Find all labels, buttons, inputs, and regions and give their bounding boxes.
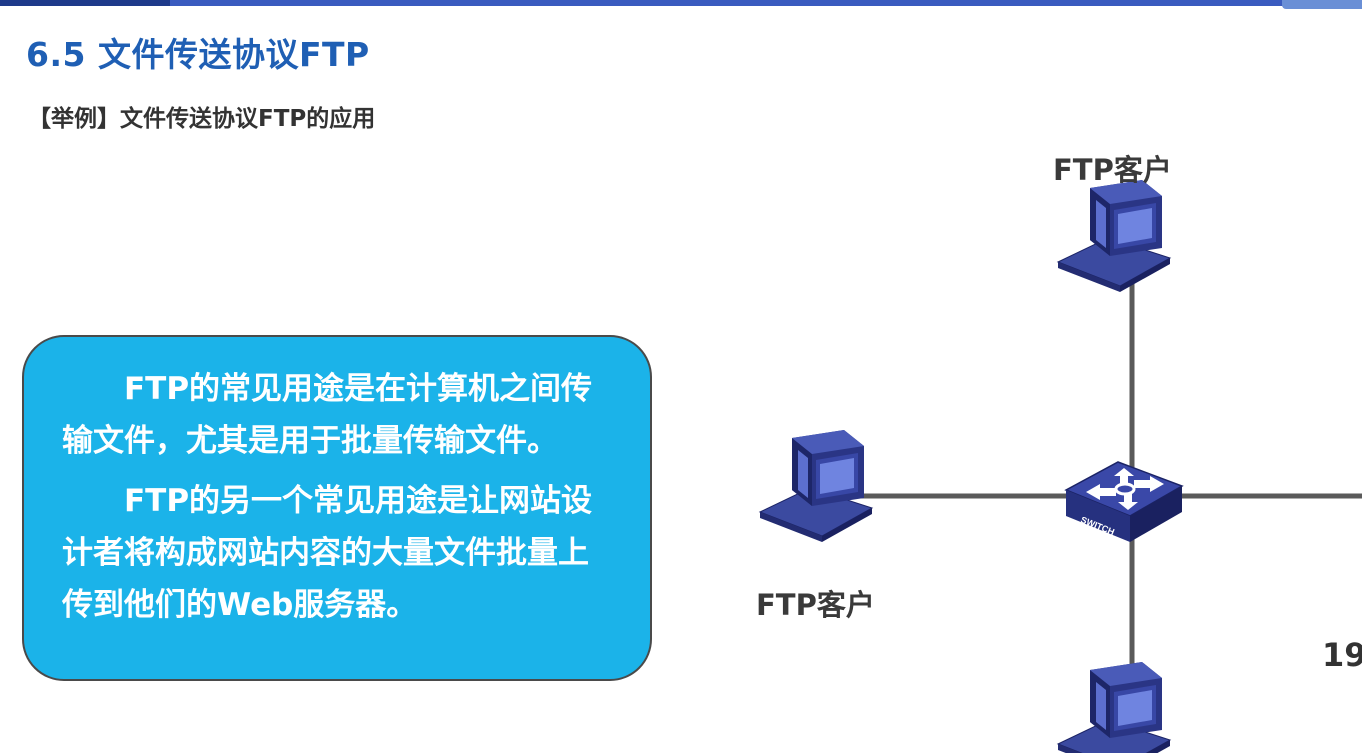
description-paragraph-1: FTP的常见用途是在计算机之间传输文件，尤其是用于批量传输文件。 (62, 371, 593, 459)
top-client-label: FTP客户 (1053, 153, 1172, 187)
top-banner-right (1282, 0, 1362, 9)
top-banner (0, 0, 1362, 6)
top-banner-left (0, 0, 170, 6)
description-box: FTP的常见用途是在计算机之间传输文件，尤其是用于批量传输文件。 FTP的另一个… (22, 335, 652, 681)
page-number: 19 (1322, 636, 1362, 674)
left-client-computer-icon (759, 429, 873, 543)
bottom-client-computer-icon (1057, 661, 1171, 753)
description-paragraph-2: FTP的另一个常见用途是让网站设计者将构成网站内容的大量文件批量上传到他们的We… (62, 483, 593, 623)
top-client-computer-icon (1057, 179, 1171, 293)
slide-title: 6.5 文件传送协议FTP (26, 35, 370, 74)
left-client-label: FTP客户 (756, 588, 875, 622)
switch-icon: SWITCH (1064, 461, 1184, 542)
slide-subtitle: 【举例】文件传送协议FTP的应用 (28, 106, 376, 132)
